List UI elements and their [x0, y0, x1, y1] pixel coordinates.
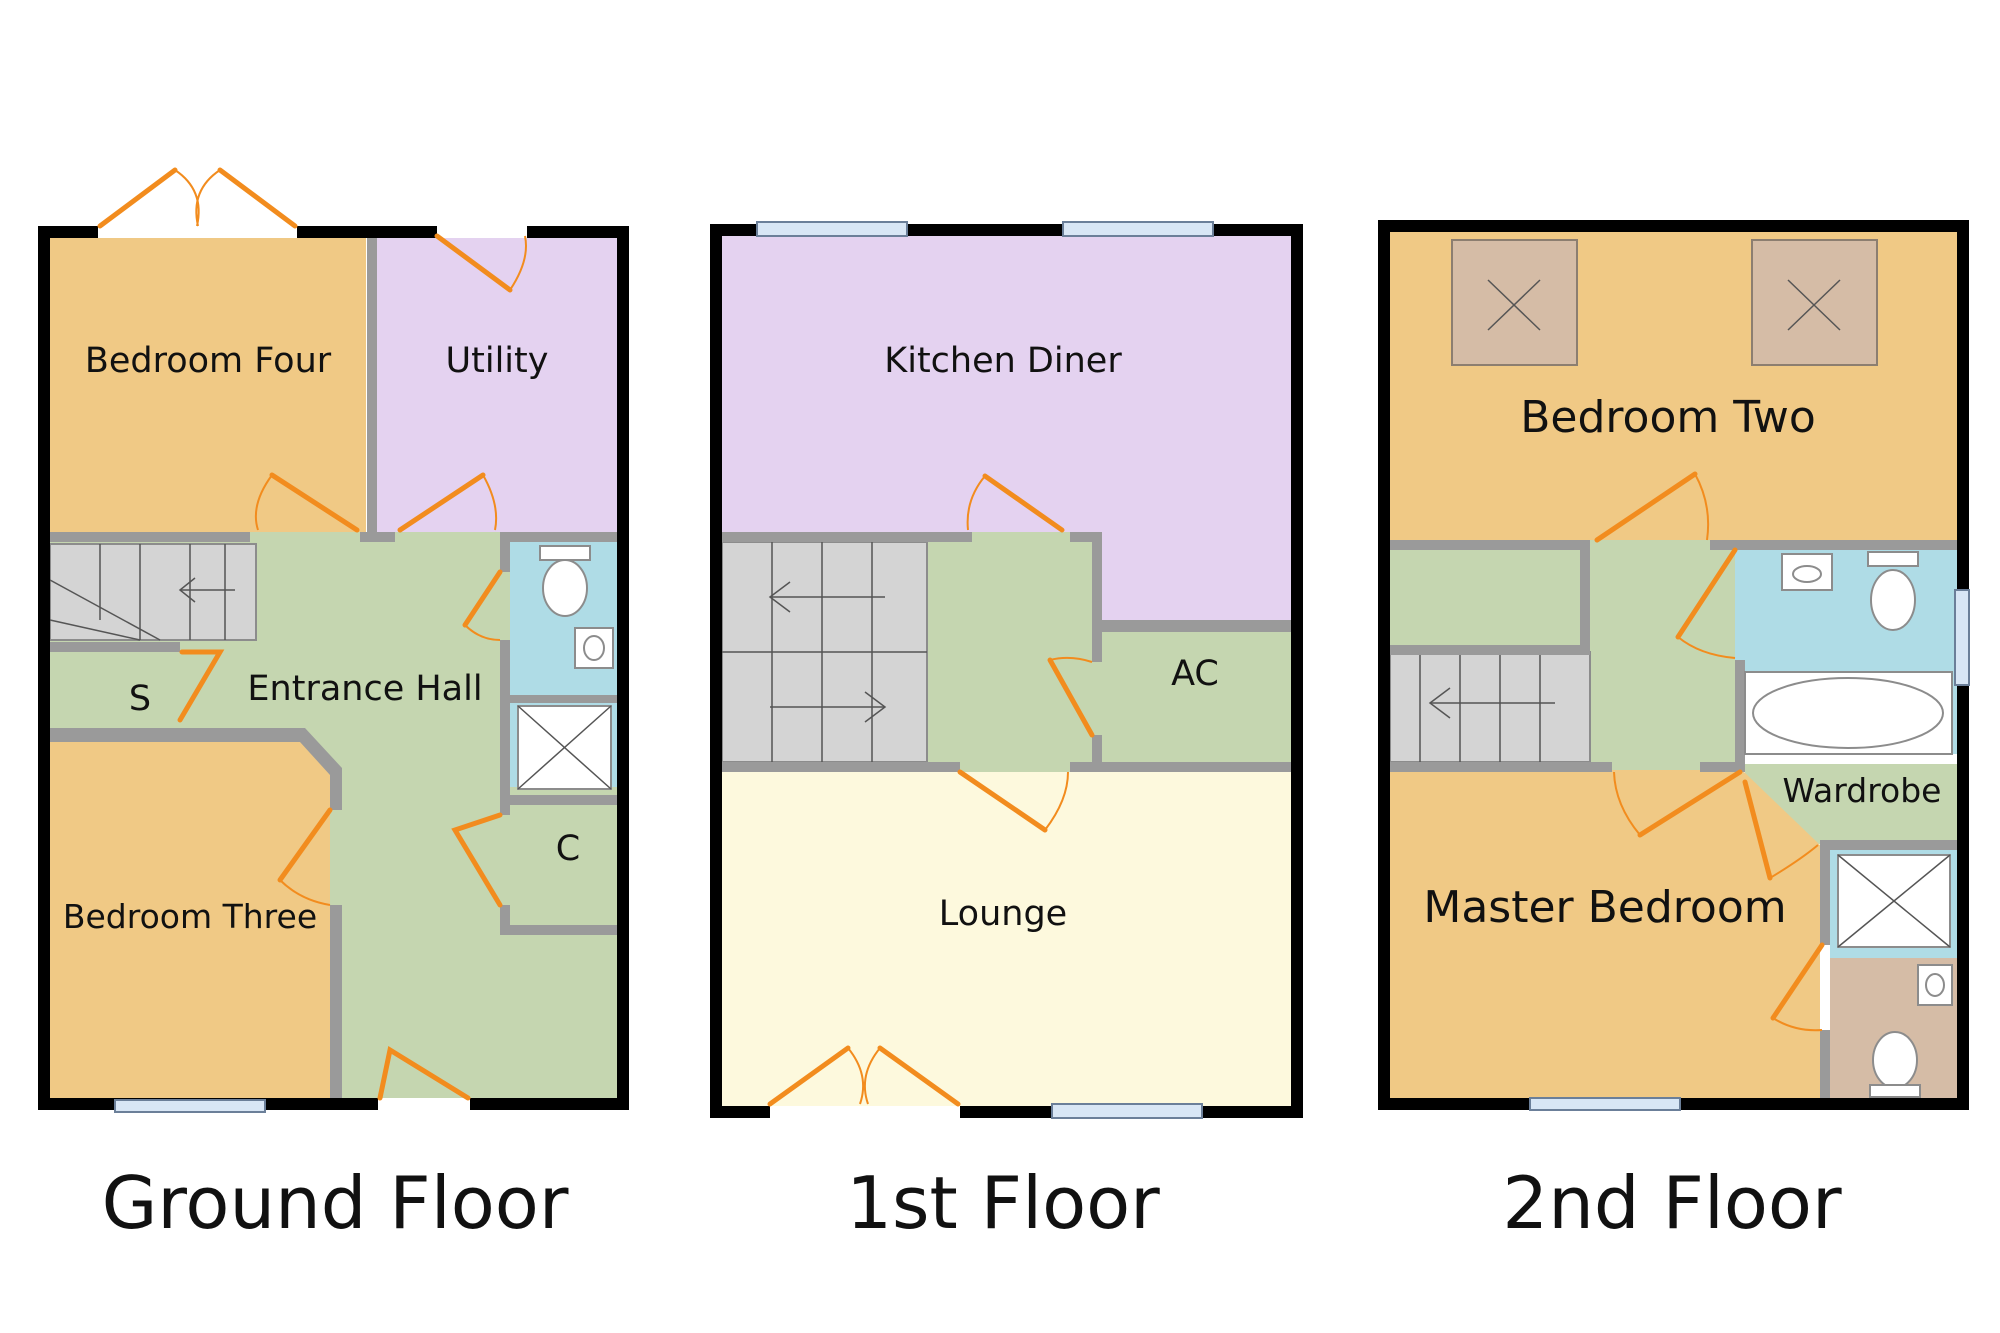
store-label: S: [129, 679, 151, 719]
wardrobe-label: Wardrobe: [1783, 771, 1942, 810]
lounge-area: [722, 772, 1291, 1106]
ground-floor-title: Ground Floor: [102, 1161, 569, 1245]
entrance-hall-label: Entrance Hall: [247, 669, 482, 709]
first-floor-plan: Kitchen Diner AC Lounge 1st Floor: [710, 221, 1303, 1245]
airing-cupboard-area: [1102, 630, 1291, 772]
ground-floor-plan: Bedroom Four Utility Entrance Hall S Bed…: [38, 167, 629, 1245]
kitchen-diner-label: Kitchen Diner: [884, 341, 1122, 381]
first-floor-title: 1st Floor: [846, 1161, 1160, 1245]
utility-area: [377, 238, 617, 532]
utility-label: Utility: [446, 341, 549, 381]
cupboard-label: C: [556, 829, 580, 869]
second-floor-title: 2nd Floor: [1502, 1161, 1842, 1245]
second-floor-plan: Bedroom Two Wardrobe Master Bedroom 2nd …: [1378, 220, 1970, 1245]
skylight: [1451, 239, 1578, 366]
skylight: [1751, 239, 1878, 366]
bedroom-four-area: [50, 238, 366, 532]
master-bedroom-label: Master Bedroom: [1423, 882, 1786, 933]
bedroom-three-label: Bedroom Three: [63, 897, 317, 936]
master-bedroom-area: [1390, 770, 1820, 1098]
airing-cupboard-label: AC: [1171, 654, 1219, 694]
bedroom-three-area: [50, 742, 330, 1098]
bedroom-four-label: Bedroom Four: [85, 341, 332, 381]
lounge-label: Lounge: [939, 894, 1067, 934]
second-stairs: [1389, 651, 1591, 763]
bedroom-two-label: Bedroom Two: [1520, 392, 1816, 443]
